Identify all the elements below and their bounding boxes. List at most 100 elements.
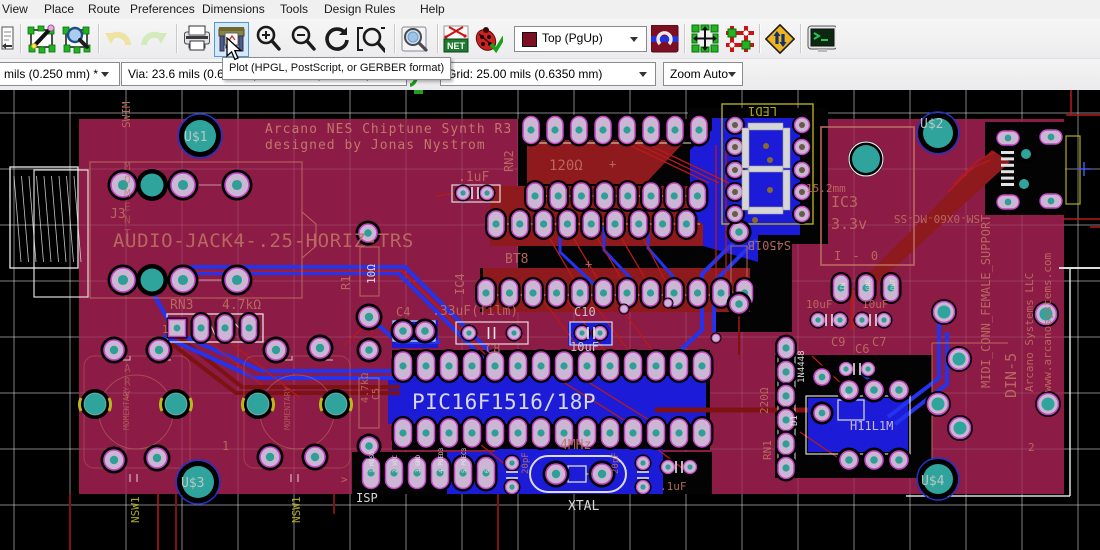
silk-label: + <box>609 157 616 171</box>
silk-label: U$2 <box>920 117 943 132</box>
toolbar-separator <box>437 24 439 53</box>
silk-label: 2 VCC <box>392 455 399 473</box>
silk-label: 1 <box>222 439 229 453</box>
silk-label: ISP <box>356 491 378 505</box>
layer-combobox[interactable]: Top (PgUp) <box>514 26 647 52</box>
silk-label: MOMENTARY <box>122 386 131 430</box>
silk-label: U$4 <box>921 474 945 489</box>
silk-label: SWIM <box>120 101 133 128</box>
silk-label: H11L1M <box>850 419 893 433</box>
menu-help[interactable]: Help <box>420 2 445 16</box>
pan-tool-button[interactable] <box>0 24 14 54</box>
chevron-down-icon <box>639 72 647 77</box>
chevron-down-icon <box>101 72 109 77</box>
toolbar-separator <box>759 24 761 53</box>
ratlines-button[interactable] <box>726 24 756 54</box>
silk-label: 20pF <box>521 452 531 474</box>
zoom-window-button[interactable] <box>355 24 385 54</box>
toolbar-separator <box>394 24 396 53</box>
silk-label: RN1 <box>761 440 774 460</box>
net-list-button[interactable]: NET <box>441 24 471 54</box>
menu-tools[interactable]: Tools <box>280 2 309 16</box>
silk-label: 1 MISO <box>369 451 376 473</box>
silk-label: 6 <box>484 469 491 473</box>
preview-3d-button[interactable] <box>806 24 836 54</box>
silk-label: + <box>585 257 592 271</box>
menu-preferences[interactable]: Preferences <box>130 2 195 16</box>
silk-label: RN2 <box>502 150 516 172</box>
zoom-in-button[interactable] <box>254 24 284 54</box>
print-preview-button[interactable] <box>399 24 429 54</box>
silk-label: 4.7kΩ <box>360 373 371 403</box>
silk-label: C8 <box>486 342 500 356</box>
silk-label: C7 <box>872 335 886 349</box>
silk-label: 10uF <box>862 298 889 311</box>
silk-label: MOMENTARY <box>283 386 292 430</box>
trace-width-value: mils (0.250 mm) * <box>4 67 99 81</box>
silk-label: + <box>843 391 849 402</box>
undo-button[interactable] <box>103 24 133 54</box>
grid-value: Grid: 25.00 mils (0.6350 mm) <box>447 67 603 81</box>
zoom-out-button[interactable] <box>289 24 319 54</box>
silk-label: IC4 <box>453 273 467 295</box>
menu-design-rules[interactable]: Design Rules <box>324 2 396 16</box>
menu-dimensions[interactable]: Dimensions <box>202 2 265 16</box>
grid-dropdown[interactable]: Grid: 25.00 mils (0.6350 mm) <box>440 62 656 86</box>
chevron-down-icon <box>728 72 736 77</box>
redo-button[interactable] <box>139 24 169 54</box>
redraw-button[interactable] <box>322 24 352 54</box>
menu-route[interactable]: Route <box>88 2 121 16</box>
update-components-button[interactable] <box>765 24 795 54</box>
placement-setup-button[interactable] <box>691 24 721 54</box>
pattern-editor-button[interactable] <box>27 24 57 54</box>
silk-label: XTAL <box>568 499 599 514</box>
verification-button[interactable] <box>473 24 503 54</box>
mouse-cursor-icon <box>226 37 243 61</box>
trace-width-dropdown[interactable]: mils (0.250 mm) * <box>0 62 120 86</box>
silk-label: 5 PGEC3 <box>461 447 468 473</box>
toolbar-separator <box>800 24 802 53</box>
silk-label: DIN-5 <box>1002 353 1020 398</box>
silk-label: S4501B <box>748 238 791 252</box>
layer-flip-button[interactable] <box>651 25 681 55</box>
toolbar-separator <box>176 24 178 53</box>
silk-label: 10Ω <box>365 264 378 284</box>
toolbar: NET Top (PgUp) <box>0 19 1100 59</box>
silk-label: 15.2mm <box>806 182 846 195</box>
silk-label: > <box>341 473 348 486</box>
dropdown-bar: mils (0.250 mm) * Via: 23.6 mils (0.60 m… <box>0 59 1100 91</box>
zoom-value: Zoom Auto <box>670 67 729 81</box>
tooltip-text: Plot (HPGL, PostScript, or GERBER format… <box>229 62 445 74</box>
menu-place[interactable]: Place <box>44 2 75 16</box>
silk-label: NSW1 <box>290 497 303 524</box>
tooltip: Plot (HPGL, PostScript, or GERBER format… <box>222 57 452 80</box>
toolbar-separator <box>20 24 22 53</box>
silk-label: IN <box>840 282 847 290</box>
silk-label: 1 <box>162 323 169 336</box>
layer-color-swatch <box>522 32 537 47</box>
silk-label: MIDI_CONN_FEMALE_SUPPORT <box>979 215 993 388</box>
silk-label: U$1 <box>184 130 207 145</box>
silk-label: C4 <box>396 305 410 319</box>
print-button[interactable] <box>182 24 212 54</box>
silk-label: C6 <box>855 342 869 356</box>
silk-label: BT8 <box>505 252 528 267</box>
silk-label: 3.3v <box>831 215 867 233</box>
net-icon-label: NET <box>447 41 466 51</box>
silk-label: I - 0 <box>834 249 880 263</box>
layer-combobox-value: Top (PgUp) <box>542 31 603 45</box>
zoom-dropdown[interactable]: Zoom Auto <box>663 62 743 86</box>
silk-label: 4MHz <box>560 438 591 453</box>
silk-label: .33uF(film) <box>432 304 518 319</box>
toolbar-separator <box>684 24 686 53</box>
plot-button[interactable] <box>214 22 249 57</box>
silk-label: 20pF <box>611 452 621 474</box>
silk-label: 10uF <box>570 340 599 354</box>
silk-label: SM-0X60-MC-SS <box>894 212 980 225</box>
menu-view[interactable]: View <box>2 2 28 16</box>
component-search-button[interactable] <box>62 24 92 54</box>
silk-label: U$3 <box>181 476 204 491</box>
